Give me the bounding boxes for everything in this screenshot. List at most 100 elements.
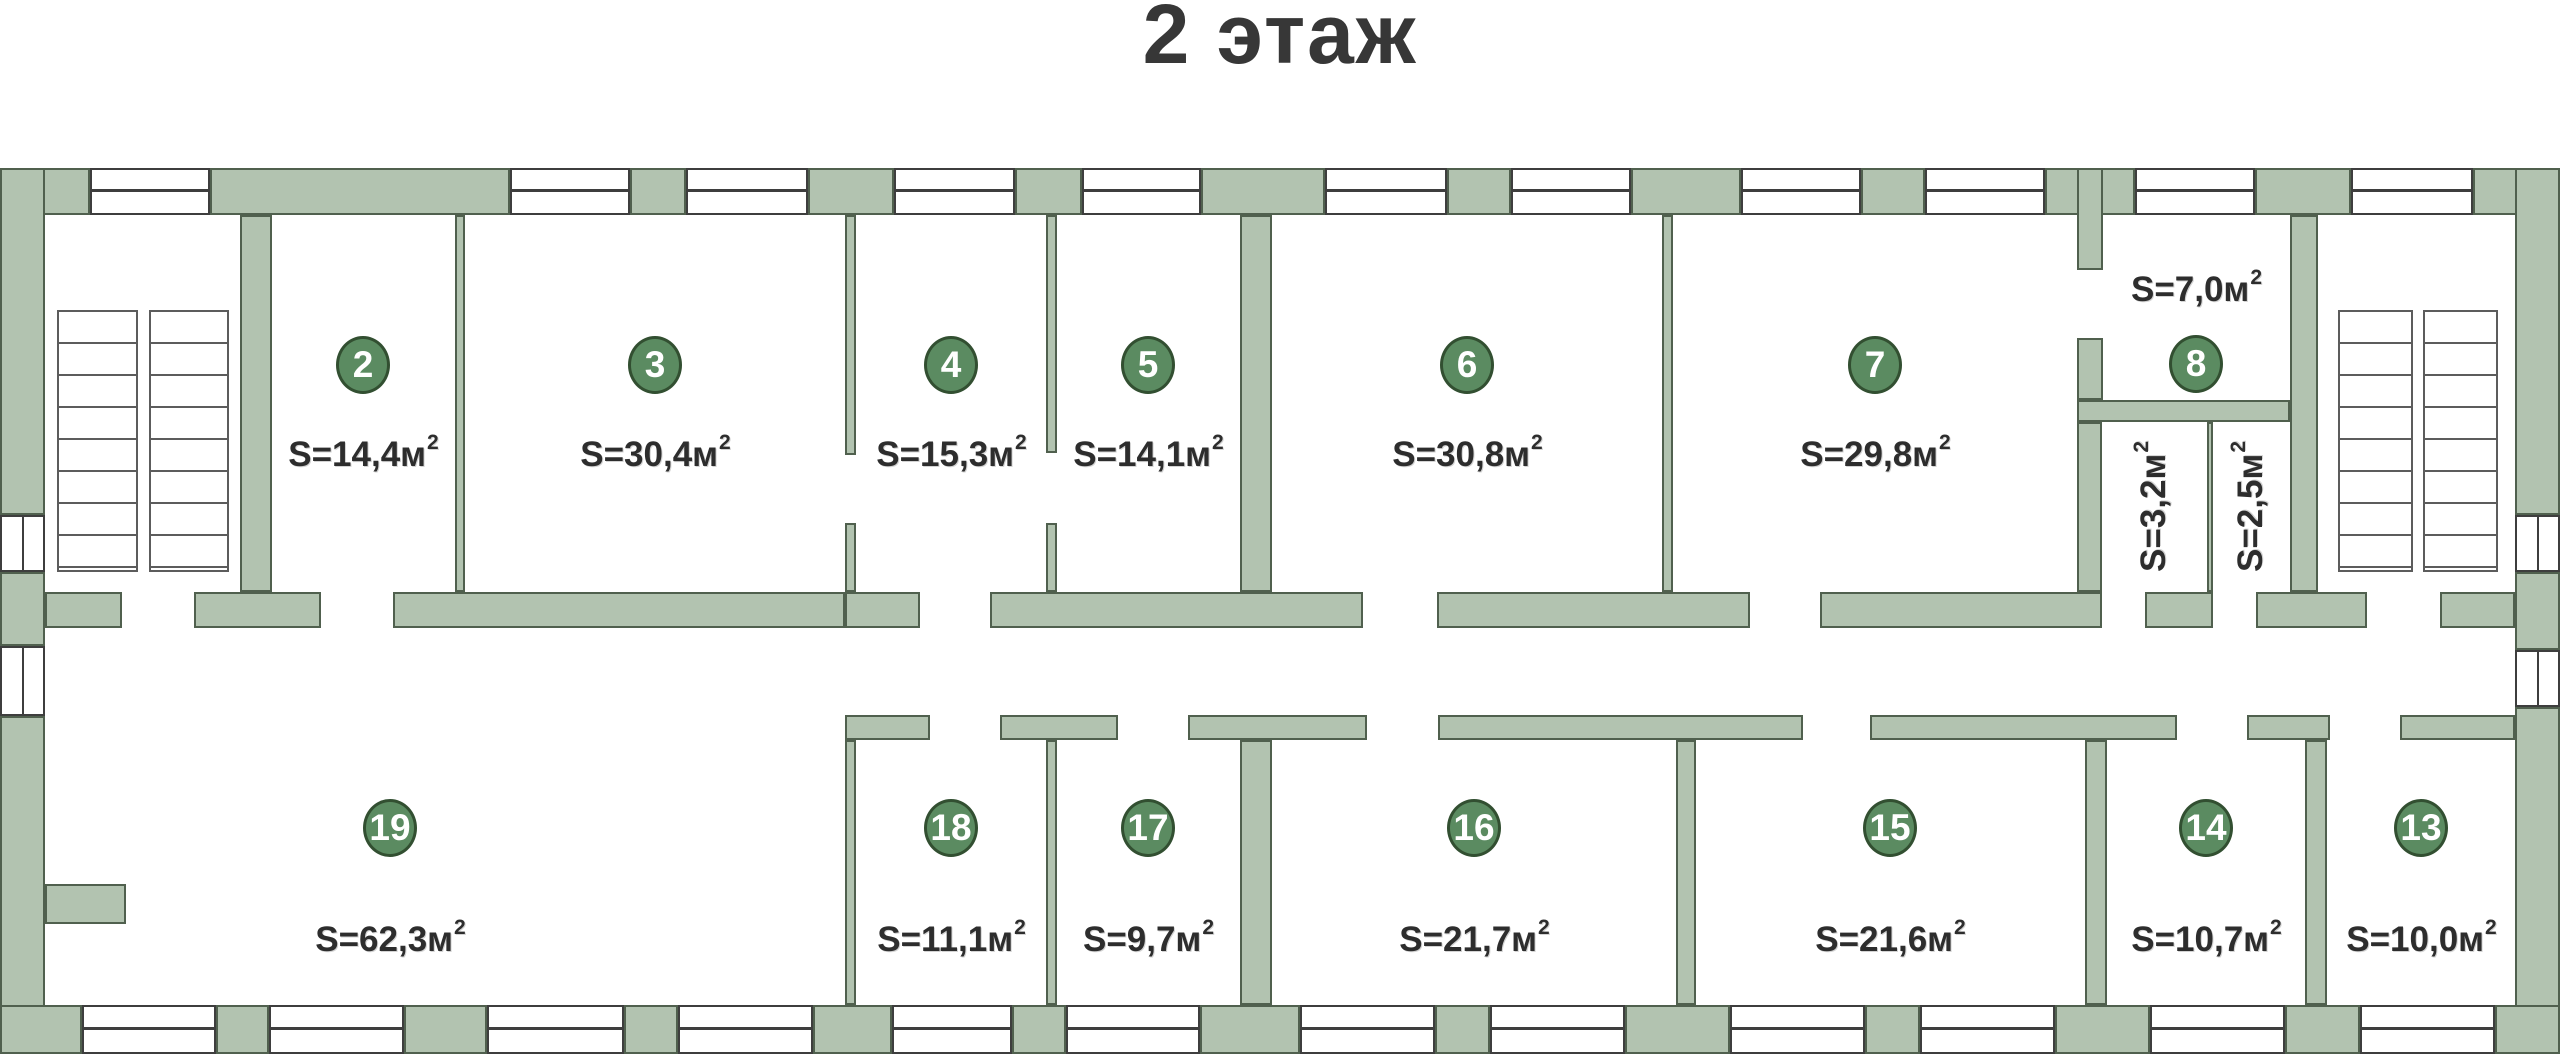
wall-segment	[0, 168, 45, 515]
wall-segment	[2400, 715, 2515, 740]
window	[90, 168, 210, 215]
room-3-area: S=30,4м2	[580, 431, 731, 474]
window	[1066, 1005, 1200, 1054]
window	[1300, 1005, 1435, 1054]
wall-segment	[2255, 168, 2351, 215]
wall-segment	[2440, 592, 2515, 628]
wall-segment	[630, 168, 686, 215]
window	[487, 1005, 624, 1054]
room-19-area: S=62,3м2	[315, 916, 466, 959]
wall-segment	[1662, 215, 1673, 592]
window	[2515, 515, 2560, 572]
wall-segment	[1012, 1005, 1066, 1054]
room-17-badge: 17	[1121, 799, 1175, 857]
wall-segment	[1870, 715, 2177, 740]
wall-segment	[2077, 168, 2103, 270]
room-5-badge: 5	[1121, 336, 1175, 394]
room-15-area: S=21,6м2	[1815, 916, 1966, 959]
wall-segment	[1435, 1005, 1490, 1054]
wall-segment	[808, 168, 894, 215]
window	[2515, 650, 2560, 707]
window	[0, 515, 45, 572]
wall-segment	[2495, 1005, 2560, 1054]
window	[1490, 1005, 1625, 1054]
window	[269, 1005, 404, 1054]
room-7-badge: 7	[1848, 336, 1902, 394]
wall-segment	[1447, 168, 1511, 215]
stairs-right-flight	[2338, 310, 2413, 572]
stairs-left-flight	[149, 310, 229, 572]
wall-segment	[2085, 740, 2107, 1005]
room-14-area: S=10,7м2	[2131, 916, 2282, 959]
window	[2360, 1005, 2495, 1054]
room-18-badge: 18	[924, 799, 978, 857]
room-8-area: S=7,0м2	[2130, 266, 2263, 309]
wall-segment	[0, 572, 45, 646]
wall-segment	[1240, 215, 1272, 592]
room-16-area: S=21,7м2	[1399, 916, 1550, 959]
window	[82, 1005, 216, 1054]
wall-segment	[1437, 592, 1750, 628]
wall-segment	[2290, 215, 2318, 592]
wall-segment	[194, 592, 321, 628]
wall-segment	[393, 592, 845, 628]
window	[1325, 168, 1447, 215]
wall-segment	[845, 715, 930, 740]
room-18-area: S=11,1м2	[877, 916, 1026, 959]
wall-segment	[2077, 422, 2102, 592]
wall-segment	[1015, 168, 1082, 215]
wall-segment	[2285, 1005, 2360, 1054]
room-7-area: S=29,8м2	[1800, 431, 1951, 474]
window	[510, 168, 630, 215]
closet-2-area: S=2,5м2	[2227, 440, 2270, 573]
wall-segment	[1200, 1005, 1300, 1054]
wall-segment	[2515, 168, 2560, 515]
wall-segment	[624, 1005, 678, 1054]
stairs-left-flight	[57, 310, 138, 572]
wall-segment	[1865, 1005, 1920, 1054]
window	[1511, 168, 1631, 215]
room-15-badge: 15	[1863, 799, 1917, 857]
wall-segment	[1046, 215, 1057, 453]
wall-segment	[2077, 400, 2290, 422]
wall-segment	[2055, 1005, 2150, 1054]
wall-segment	[1631, 168, 1741, 215]
window	[2135, 168, 2255, 215]
wall-segment	[0, 716, 45, 1054]
window	[686, 168, 808, 215]
wall-pier	[45, 884, 126, 924]
wall-segment	[1046, 740, 1057, 1005]
wall-segment	[2145, 592, 2213, 628]
wall-segment	[2305, 740, 2327, 1005]
room-4-badge: 4	[924, 336, 978, 394]
wall-segment	[1438, 715, 1803, 740]
room-19-badge: 19	[363, 799, 417, 857]
wall-segment	[1046, 523, 1057, 592]
wall-segment	[845, 215, 856, 455]
window	[892, 1005, 1012, 1054]
wall-segment	[404, 1005, 487, 1054]
room-14-badge: 14	[2179, 799, 2233, 857]
window	[0, 646, 45, 716]
room-6-badge: 6	[1440, 336, 1494, 394]
wall-segment	[845, 740, 856, 1005]
wall-segment	[210, 168, 510, 215]
window	[1925, 168, 2045, 215]
window	[2150, 1005, 2285, 1054]
room-4-area: S=15,3м2	[876, 431, 1027, 474]
wall-segment	[845, 592, 920, 628]
window	[1082, 168, 1201, 215]
wall-segment	[845, 523, 856, 592]
wall-segment	[1000, 715, 1118, 740]
wall-segment	[0, 1005, 82, 1054]
room-16-badge: 16	[1447, 799, 1501, 857]
window	[894, 168, 1015, 215]
window	[1741, 168, 1861, 215]
room-5-area: S=14,1м2	[1073, 431, 1224, 474]
room-6-area: S=30,8м2	[1392, 431, 1543, 474]
room-3-badge: 3	[628, 336, 682, 394]
room-2-area: S=14,4м2	[288, 431, 439, 474]
room-2-badge: 2	[336, 336, 390, 394]
window	[678, 1005, 813, 1054]
